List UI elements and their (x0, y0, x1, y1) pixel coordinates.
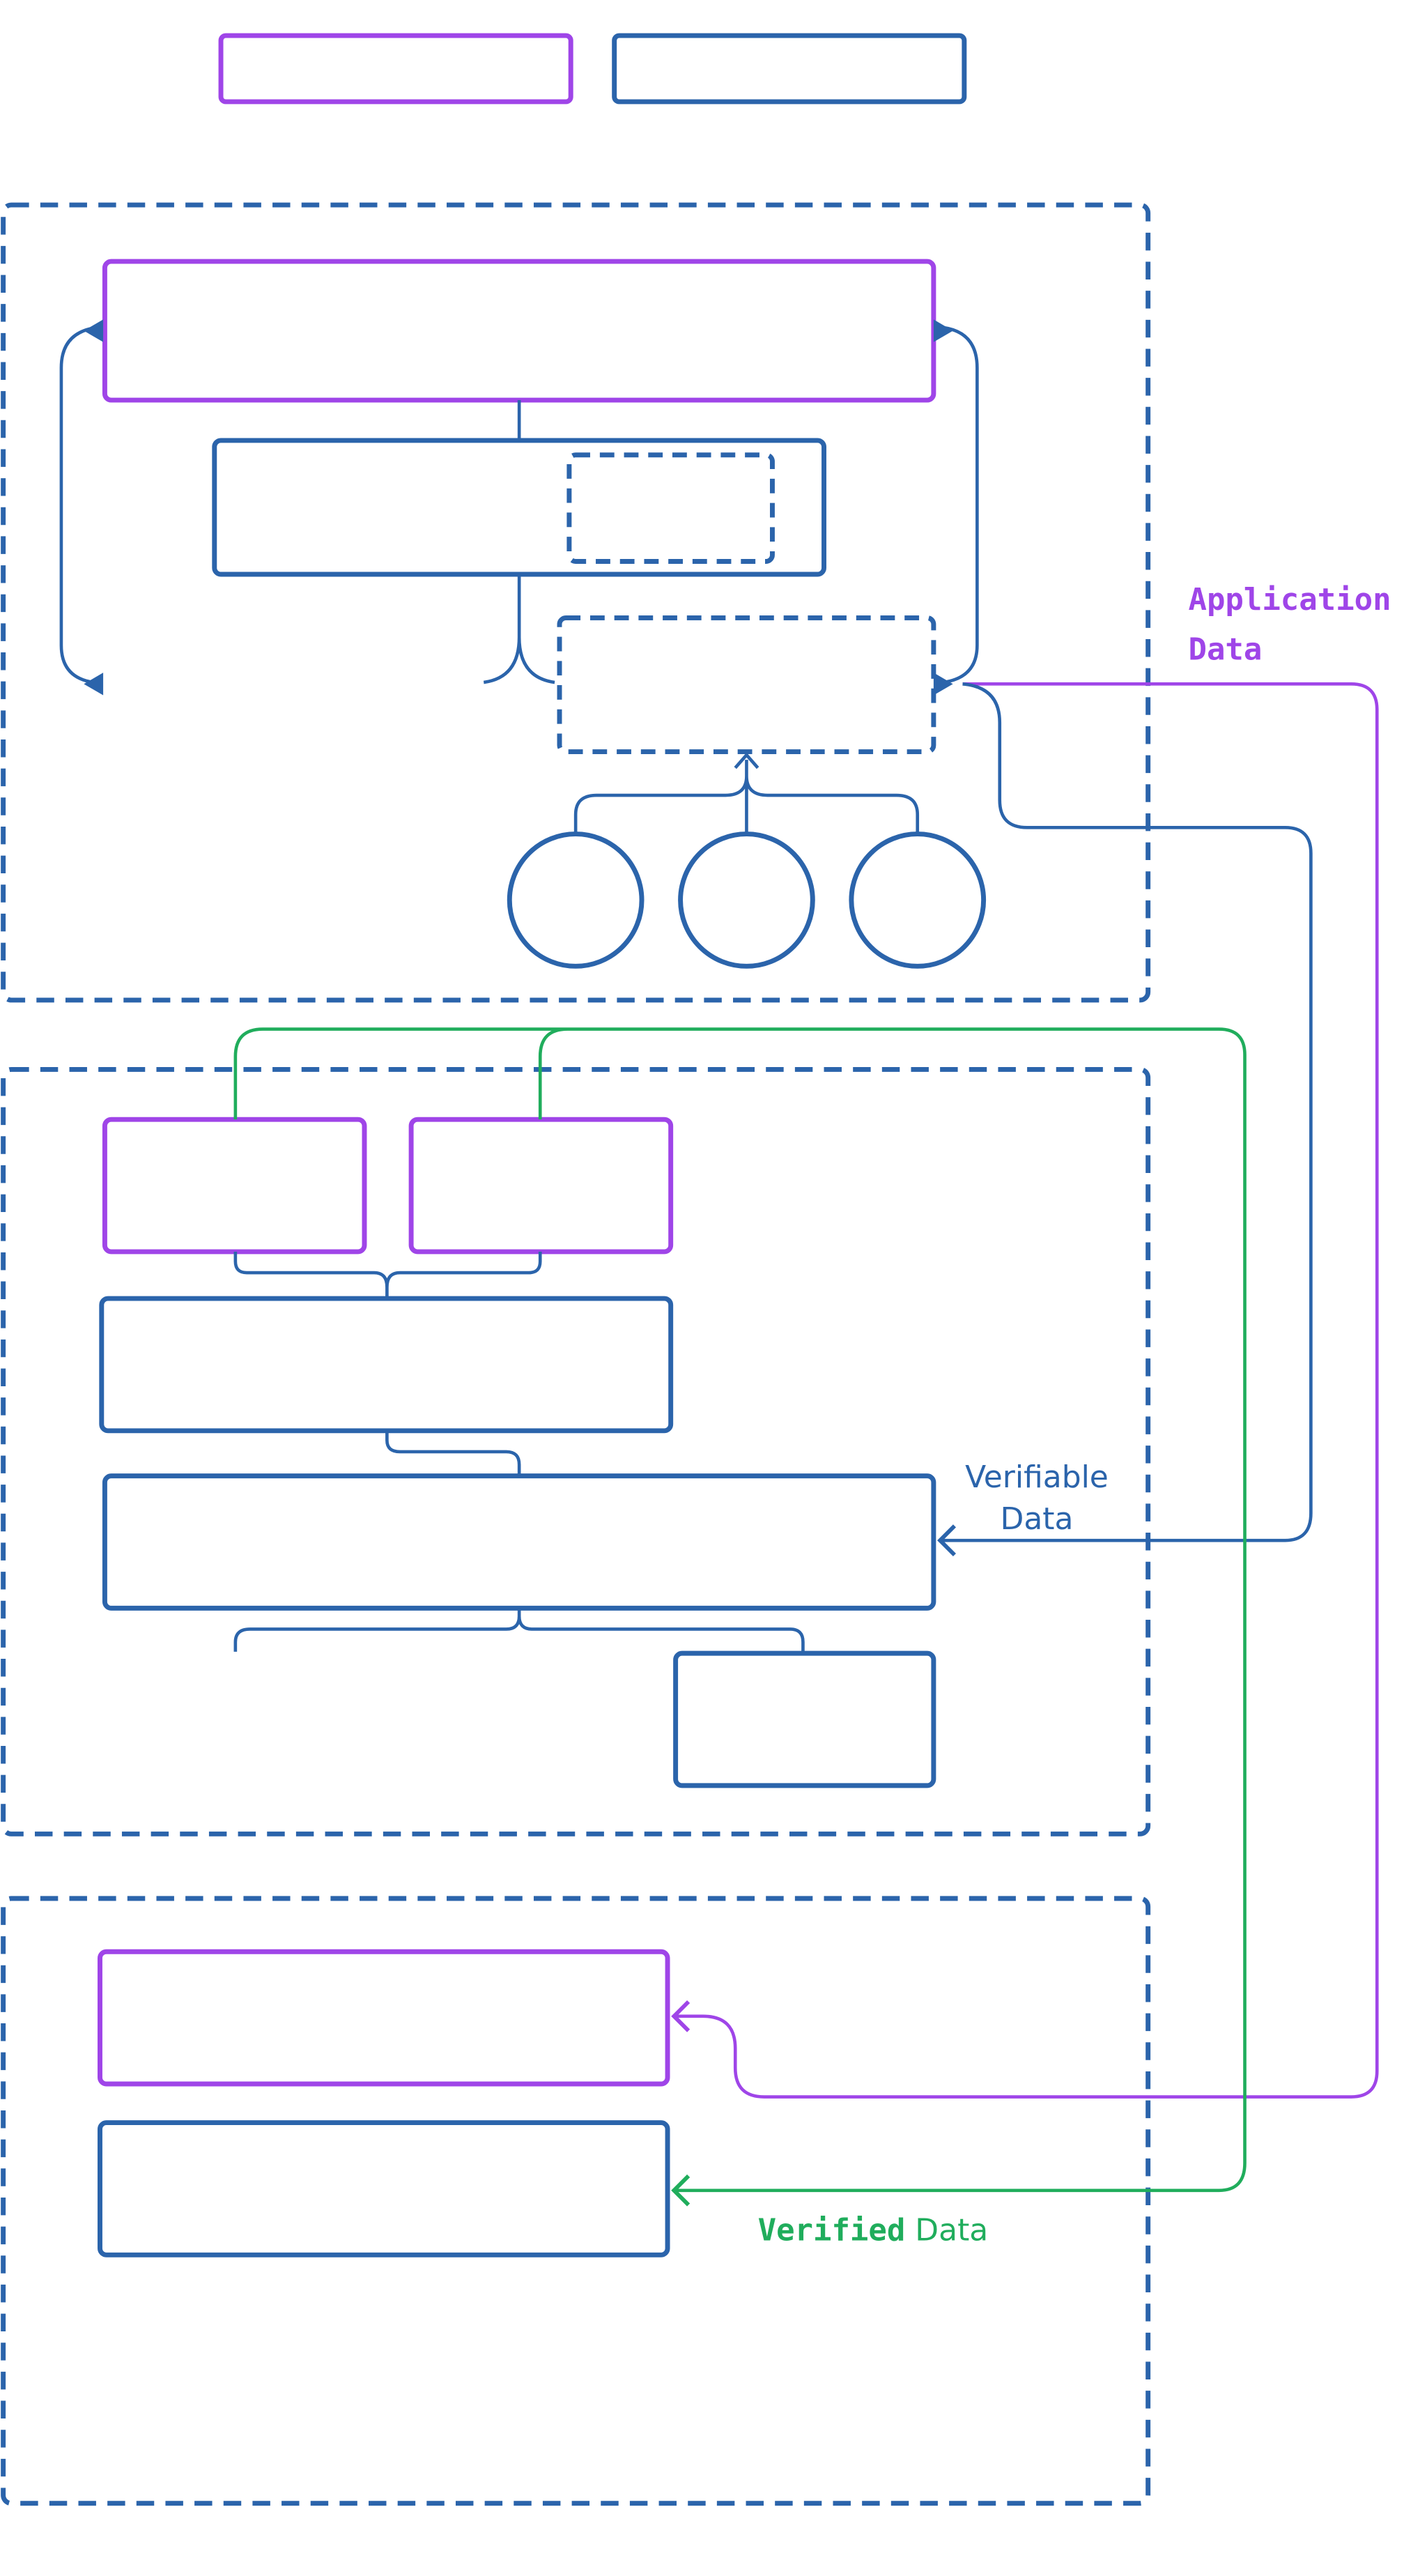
circle-node-1 (507, 831, 645, 969)
section-2-small-box (673, 1650, 936, 1788)
section-3-purple-box (98, 1949, 670, 2087)
section-1-container (1, 202, 1151, 1003)
connector-upper-to-wide (385, 1430, 521, 1476)
legend-blue-box (612, 33, 967, 105)
application-data-arrowhead (671, 2000, 691, 2032)
verified-data-label-bold: Verified (758, 2212, 906, 2248)
verifiable-data-label-line2: Data (1001, 1501, 1074, 1537)
brace-middle-to-lower (483, 574, 555, 684)
application-data-label-line1: Application (1189, 582, 1391, 618)
circle-fanin-connector (573, 760, 920, 836)
verified-data-arrowhead (671, 2174, 691, 2207)
left-loop-line (59, 325, 98, 684)
circle-node-2 (678, 831, 815, 969)
section-2-wide-box (102, 1473, 936, 1611)
verified-data-flow-line (233, 1027, 1247, 2193)
left-loop-arrow-bottom (84, 673, 104, 696)
application-data-label-line2: Data (1189, 632, 1263, 668)
section-2-purple-box-left (102, 1117, 367, 1255)
section-2-blue-box-upper (99, 1296, 674, 1434)
verifiable-data-flow-line (940, 682, 1313, 1542)
section-2-container (1, 1066, 1151, 1837)
right-loop-arrow-top (933, 319, 953, 342)
left-loop-arrow-top (84, 319, 104, 342)
verifiable-data-arrowhead (937, 1524, 957, 1557)
section-3-container (1, 1896, 1151, 2506)
brace-purple-to-blue (233, 1251, 542, 1299)
application-data-flow-line (674, 682, 1379, 2099)
legend-purple-box (218, 33, 573, 105)
section-1-middle-box (212, 438, 826, 577)
verifiable-data-label-line1: Verifiable (965, 1459, 1109, 1495)
section-1-inner-dashed-box (566, 452, 775, 564)
brace-wide-to-bottom (233, 1608, 805, 1652)
right-loop-line (943, 325, 979, 684)
section-2-purple-box-right (408, 1117, 674, 1255)
verified-data-label-rest: Data (905, 2212, 988, 2248)
section-1-top-purple-box (102, 259, 936, 403)
section-3-blue-box (98, 2120, 670, 2257)
right-loop-arrow-bottom (933, 673, 953, 696)
circle-node-3 (849, 831, 987, 969)
circle-fanin-arrowhead (734, 752, 759, 769)
section-1-lower-dashed-box (557, 615, 936, 755)
verified-data-label: Verified Data (758, 2212, 989, 2248)
